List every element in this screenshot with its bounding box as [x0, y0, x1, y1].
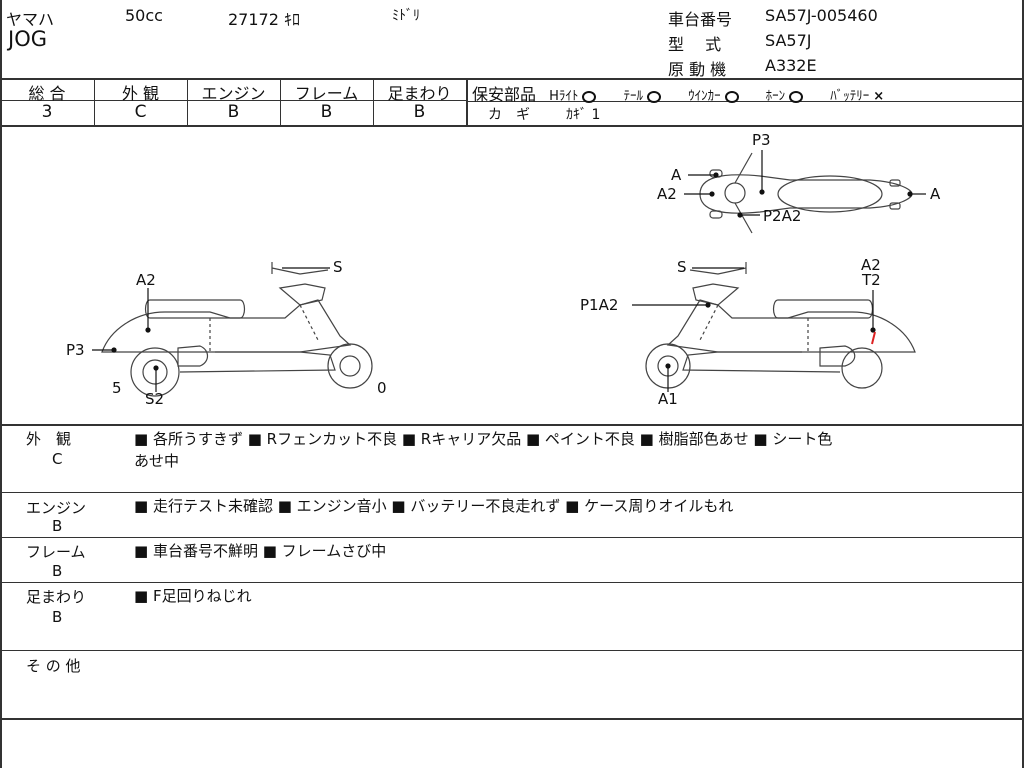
divider — [466, 101, 1024, 102]
divider — [0, 100, 466, 101]
divider — [0, 582, 1024, 583]
remark-title-frame: フレーム — [26, 543, 86, 561]
scooter-left-view — [101, 262, 373, 397]
engine-value: A332E — [765, 56, 817, 75]
diagram-label: A1 — [658, 390, 678, 408]
divider — [0, 125, 1024, 127]
diagram-label: A2 — [657, 185, 677, 203]
safety-row: 保安部品 Hﾗｲﾄ ﾃｰﾙ ｳｲﾝｶｰ ﾎｰﾝ ﾊﾞｯﾃﾘｰ× — [472, 81, 884, 105]
remark-text-suspension-1: ■ F足回りねじれ — [134, 587, 252, 605]
safety-item-tail: ﾃｰﾙ — [623, 89, 661, 104]
diagram-label: P3 — [66, 341, 85, 359]
remark-text-frame-1: ■ 車台番号不鮮明 ■ フレームさび中 — [134, 542, 387, 560]
divider — [0, 537, 1024, 538]
remark-grade-suspension: B — [52, 608, 63, 626]
grade-value-overall: 3 — [41, 102, 53, 122]
key-value: ｶｷﾞ 1 — [566, 107, 601, 123]
grade-value-suspension: B — [413, 102, 426, 122]
red-mark — [871, 331, 876, 345]
diagram-label: A2 — [136, 271, 156, 289]
grade-header-exterior: 外 観 — [121, 84, 160, 103]
color-text: ﾐﾄﾞﾘ — [392, 8, 420, 24]
divider — [0, 424, 1024, 426]
diagram-label: 5 — [112, 379, 122, 397]
remark-grade-exterior: C — [52, 450, 63, 468]
safety-title: 保安部品 — [472, 85, 537, 104]
ok-circle-icon — [789, 90, 804, 103]
diagram-label: P1A2 — [580, 296, 619, 314]
grade-value-engine: B — [227, 102, 240, 122]
divider — [466, 78, 468, 126]
diagram-label: P2A2 — [763, 207, 802, 225]
diagram-label: 0 — [377, 379, 387, 397]
displacement-text: 50cc — [125, 6, 163, 25]
type-value: SA57J — [765, 31, 812, 50]
diagram-label: S — [333, 258, 343, 276]
remark-grade-frame: B — [52, 562, 63, 580]
remark-text-exterior-1: ■ 各所うすきず ■ Rフェンカット不良 ■ Rキャリア欠品 ■ ペイント不良 … — [134, 430, 833, 448]
remark-title-suspension: 足まわり — [26, 588, 87, 606]
divider — [373, 78, 374, 126]
grade-header-overall: 総 合 — [28, 84, 66, 103]
frame-no-label: 車台番号 — [668, 10, 733, 29]
remark-title-exterior: 外 観 — [26, 430, 72, 448]
safety-item-horn: ﾎｰﾝ — [766, 89, 804, 104]
scooter-top-view — [699, 152, 913, 234]
diagram-label: T2 — [862, 271, 881, 289]
diagram-label: A2 — [861, 256, 881, 274]
maker-text: ヤマハ — [6, 10, 55, 29]
remark-title-engine: エンジン — [26, 499, 87, 517]
divider — [94, 78, 95, 126]
safety-item-battery: ﾊﾞｯﾃﾘｰ× — [830, 89, 885, 104]
border-left — [0, 0, 2, 768]
diagram-label: S2 — [145, 390, 165, 408]
safety-item-winker: ｳｲﾝｶｰ — [688, 89, 739, 104]
grade-header-engine: エンジン — [201, 84, 266, 103]
diagram-label: P3 — [752, 131, 771, 149]
frame-no-value: SA57J-005460 — [765, 6, 878, 25]
border-right — [1022, 0, 1024, 768]
divider — [0, 650, 1024, 651]
remark-title-other: そ の 他 — [26, 657, 81, 675]
divider — [0, 492, 1024, 493]
grade-header-frame: フレーム — [294, 84, 359, 103]
grade-header-suspension: 足まわり — [387, 84, 452, 103]
key-label: カ ギ — [488, 107, 530, 123]
engine-label: 原 動 機 — [668, 60, 727, 79]
remark-text-exterior-2: あせ中 — [134, 452, 180, 470]
ng-x-icon: × — [873, 89, 885, 104]
diagram-label: A — [930, 185, 941, 203]
remark-grade-engine: B — [52, 517, 63, 535]
divider — [280, 78, 281, 126]
divider — [0, 78, 1024, 80]
ok-circle-icon — [646, 90, 661, 103]
damage-diagram — [92, 150, 926, 397]
scooter-right-view — [645, 262, 916, 389]
divider — [187, 78, 188, 126]
model-name: JOG — [8, 27, 47, 51]
mileage-text: 27172 ｷﾛ — [228, 10, 300, 29]
grade-value-exterior: C — [134, 102, 147, 122]
ok-circle-icon — [724, 90, 739, 103]
grade-value-frame: B — [320, 102, 333, 122]
type-label: 型 式 — [668, 35, 722, 54]
safety-item-headlight: Hﾗｲﾄ — [549, 89, 597, 104]
diagram-label: S — [677, 258, 687, 276]
divider — [0, 718, 1024, 720]
diagram-label: A — [671, 166, 682, 184]
ok-circle-icon — [582, 90, 597, 103]
remark-text-engine-1: ■ 走行テスト未確認 ■ エンジン音小 ■ バッテリー不良走れず ■ ケース周り… — [134, 497, 734, 515]
